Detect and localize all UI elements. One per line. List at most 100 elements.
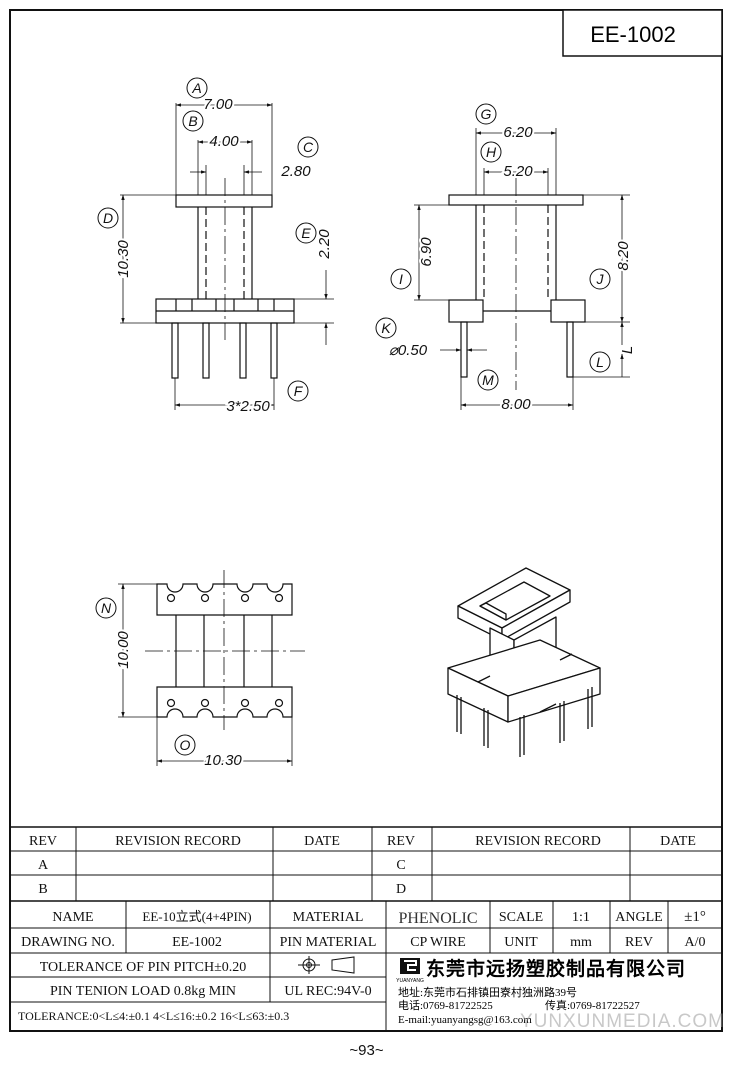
company-phone: 电话:0769-81722525 [398, 999, 493, 1012]
top-view [145, 570, 305, 730]
dimension-o-value: 10.30 [204, 752, 242, 769]
dimension-n-value: 10.00 [115, 631, 132, 669]
scale-label: SCALE [499, 910, 543, 925]
dimension-m: M 8.00 [477, 369, 533, 415]
dimension-d-value: 10.30 [115, 240, 132, 278]
revision-table: REV REVISION RECORD DATE REV REVISION RE… [29, 834, 696, 897]
top-view-dimensions [118, 583, 293, 766]
company-address: 地址:东莞市石排镇田寮村独洲路39号 [398, 985, 577, 999]
dimension-n: N10.00 [95, 597, 134, 671]
scale-value: 1:1 [572, 910, 590, 925]
dimension-k-marker [375, 317, 397, 339]
dimension-l: LL [589, 344, 638, 373]
ul-rec: UL REC:94V-0 [284, 984, 371, 999]
dimension-k-letter: K [381, 320, 391, 336]
dimension-m-value: 8.00 [501, 396, 531, 413]
page-number: ~93~ [349, 1042, 384, 1059]
dimension-a: A7.00 [186, 77, 235, 115]
dimension-o-marker [174, 734, 196, 756]
dimension-c-letter: C [303, 139, 314, 155]
dimension-i-letter: I [399, 271, 403, 287]
dimension-n-letter: N [101, 600, 112, 616]
dimension-l-marker [589, 351, 611, 373]
date-header-2: DATE [660, 834, 696, 849]
dimension-e-letter: E [301, 225, 311, 241]
rev-row-d: D [396, 882, 406, 897]
dimension-h-marker [480, 141, 502, 163]
logo-text: YUANYANG [396, 978, 424, 984]
company-fax: 传真:0769-81722527 [545, 998, 640, 1012]
front-view-dimensions [120, 103, 334, 410]
material-label: MATERIAL [293, 910, 364, 925]
dimension-f: F 3*2.50 [224, 380, 309, 417]
material-value: PHENOLIC [398, 910, 477, 927]
dimension-o-letter: O [180, 737, 191, 753]
dimension-g-marker [475, 103, 497, 125]
dimension-j-value: 8.20 [615, 241, 632, 271]
rev-row-c: C [396, 858, 405, 873]
dimension-e-value: 2.20 [316, 229, 333, 260]
name-label: NAME [52, 910, 93, 925]
dimension-c-value: 2.80 [280, 163, 311, 180]
rev-row-b: B [38, 882, 47, 897]
dimension-b-letter: B [188, 113, 197, 129]
dimension-g-value: 6.20 [503, 124, 533, 141]
dimension-k-value: ⌀0.50 [389, 342, 428, 359]
spec-table: NAME EE-10立式(4+4PIN) MATERIAL PHENOLIC S… [18, 909, 706, 1023]
dimension-f-value: 3*2.50 [226, 398, 270, 415]
pin-material-label: PIN MATERIAL [280, 935, 377, 950]
dimension-d-letter: D [103, 210, 113, 226]
dimension-i: I 6.90 [390, 235, 437, 290]
name-value: EE-10立式(4+4PIN) [142, 909, 251, 924]
dimension-j: J 8.20 [589, 239, 634, 290]
rev-header-1: REV [29, 834, 57, 849]
dimension-g: G 6.20 [475, 103, 535, 143]
company-logo: YUANYANG [396, 958, 424, 984]
dimension-e-marker [295, 222, 317, 244]
dimension-d: D10.30 [97, 207, 134, 280]
dimension-m-marker [477, 369, 499, 391]
dimension-e: E 2.20 [295, 222, 335, 262]
title-block-lines [10, 826, 722, 1031]
dimension-g-letter: G [481, 106, 492, 122]
pin-tension: PIN TENION LOAD 0.8kg MIN [50, 984, 236, 999]
revision-record-header-1: REVISION RECORD [115, 834, 241, 849]
side-view-dimensions [414, 128, 630, 410]
title-tab: EE-1002 [562, 9, 723, 57]
angle-value: ±1° [684, 909, 706, 925]
dimension-c: C 2.80 [278, 136, 319, 182]
dimension-k: K ⌀0.50 [375, 317, 430, 361]
dimension-l-value: L [619, 346, 636, 354]
dimension-i-value: 6.90 [418, 237, 435, 267]
watermark: YUNXUNMEDIA.COM [520, 1011, 725, 1032]
unit-value: mm [570, 935, 592, 950]
dimension-h: H5.20 [480, 141, 535, 182]
date-header-1: DATE [304, 834, 340, 849]
dimension-h-letter: H [486, 144, 497, 160]
drawing-no-value: EE-1002 [172, 935, 222, 950]
dimension-f-letter: F [294, 383, 304, 399]
dimension-f-marker [287, 380, 309, 402]
dimension-i-marker [390, 268, 412, 290]
company-block: YUANYANG 东莞市远扬塑胶制品有限公司 地址:东莞市石排镇田寮村独洲路39… [396, 957, 686, 1026]
dimension-b-value: 4.00 [209, 133, 239, 150]
side-view [448, 178, 586, 390]
front-view [155, 178, 295, 379]
tolerance-pitch: TOLERANCE OF PIN PITCH±0.20 [40, 960, 247, 975]
dimension-b: B 4.00 [182, 110, 241, 152]
dimension-m-letter: M [482, 372, 494, 388]
dimension-l-letter: L [596, 354, 604, 370]
rev-value: A/0 [685, 935, 706, 950]
tolerance-ranges: TOLERANCE:0<L≤4:±0.1 4<L≤16:±0.2 16<L≤63… [18, 1009, 289, 1023]
dimension-n-marker [95, 597, 117, 619]
dimension-a-marker [186, 77, 208, 99]
revision-record-header-2: REVISION RECORD [475, 834, 601, 849]
company-email: E-mail:yuanyangsg@163.com [398, 1014, 532, 1026]
outer-frame [9, 9, 723, 1032]
dimension-j-letter: J [596, 271, 605, 287]
rev-label: REV [625, 935, 653, 950]
dimension-a-value: 7.00 [203, 96, 233, 113]
company-name: 东莞市远扬塑胶制品有限公司 [426, 957, 686, 980]
